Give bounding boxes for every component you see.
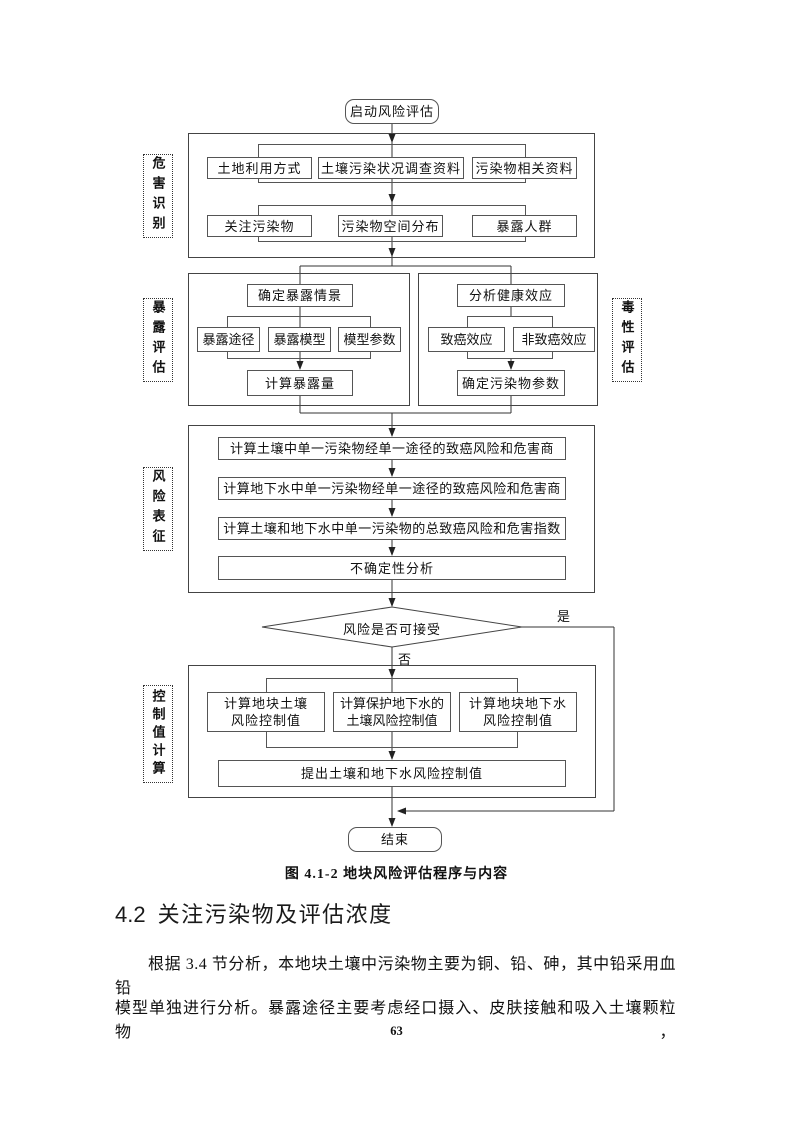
stage-label-toxicity: 毒性评估: [612, 298, 642, 382]
control-value-section-frame: [188, 665, 596, 798]
decision-risk-acceptable: 风险是否可接受: [342, 622, 441, 637]
flow-node-carcinogenic-effect: 致癌效应: [428, 327, 505, 352]
groundwater-protect-line2: 土壤风险控制值: [346, 713, 438, 728]
flow-node-exposure-scenario: 确定暴露情景: [247, 284, 353, 307]
stage-label-control: 控制值计算: [143, 685, 173, 783]
flow-node-end: 结束: [348, 827, 442, 852]
groundwater-protect-line1: 计算保护地下水的: [339, 696, 444, 711]
body-paragraph-line-1: 根据 3.4 节分析，本地块土壤中污染物主要为铜、铅、砷，其中铅采用血铅: [115, 956, 676, 997]
flow-node-spatial-distribution: 污染物空间分布: [338, 215, 443, 237]
soil-control-value-line1: 计算地块土壤: [223, 696, 308, 711]
flow-node-pollutant-parameters: 确定污染物参数: [457, 370, 565, 396]
flow-node-exposure-model: 暴露模型: [268, 327, 331, 352]
body-paragraph-line-2: 模型单独进行分析。暴露途径主要考虑经口摄入、皮肤接触和吸入土壤颗粒物，: [115, 1000, 676, 1041]
flow-node-exposed-population: 暴露人群: [472, 215, 577, 237]
figure-caption: 图 4.1-2 地块风险评估程序与内容: [284, 867, 509, 882]
flow-node-start: 启动风险评估: [345, 99, 439, 124]
flow-node-exposure-pathway: 暴露途径: [197, 327, 260, 352]
exposure-assessment-section-frame: [188, 273, 410, 406]
flow-node-groundwater-protect-control-value: 计算保护地下水的 土壤风险控制值: [333, 692, 451, 732]
groundwater-control-line2: 风险控制值: [482, 713, 553, 728]
flow-node-land-use: 土地利用方式: [207, 157, 312, 179]
flow-node-noncarcinogenic-effect: 非致癌效应: [513, 327, 595, 352]
flow-node-soil-single-risk: 计算土壤中单一污染物经单一途径的致癌风险和危害商: [218, 437, 566, 460]
section-title: 关注污染物及评估浓度: [157, 902, 393, 927]
toxicity-assessment-section-frame: [418, 273, 598, 406]
flow-node-health-effects: 分析健康效应: [457, 284, 565, 307]
flow-node-total-risk: 计算土壤和地下水中单一污染物的总致癌风险和危害指数: [218, 517, 566, 540]
flow-node-soil-survey-data: 土壤污染状况调查资料: [318, 157, 464, 179]
decision-no-label: 否: [398, 652, 412, 667]
flowchart-connectors: [261, 124, 615, 827]
flow-node-model-parameters: 模型参数: [338, 327, 401, 352]
section-heading: 4.2 关注污染物及评估浓度: [115, 897, 393, 929]
groundwater-control-line1: 计算地块地下水: [468, 696, 567, 711]
stage-label-hazard: 危害识别: [143, 154, 173, 238]
flow-node-groundwater-single-risk: 计算地下水中单一污染物经单一途径的致癌风险和危害商: [218, 477, 566, 500]
flow-node-uncertainty-analysis: 不确定性分析: [218, 556, 566, 580]
section-number: 4.2: [115, 902, 146, 927]
page-number: 63: [390, 1024, 403, 1038]
flow-node-pollutants-of-concern: 关注污染物: [207, 215, 312, 237]
flow-node-soil-control-value: 计算地块土壤 风险控制值: [207, 692, 325, 732]
stage-label-exposure: 暴露评估: [143, 298, 173, 382]
flow-node-pollutant-data: 污染物相关资料: [472, 157, 577, 179]
flow-node-calculate-exposure: 计算暴露量: [247, 370, 353, 396]
hazard-identification-section-frame: [188, 133, 595, 258]
flow-node-groundwater-control-value: 计算地块地下水 风险控制值: [459, 692, 577, 732]
risk-characterization-section-frame: [188, 425, 595, 593]
decision-yes-label: 是: [557, 609, 571, 624]
stage-label-risk: 风险表征: [143, 467, 173, 551]
soil-control-value-line2: 风险控制值: [230, 713, 301, 728]
flow-node-propose-control-values: 提出土壤和地下水风险控制值: [218, 760, 566, 787]
